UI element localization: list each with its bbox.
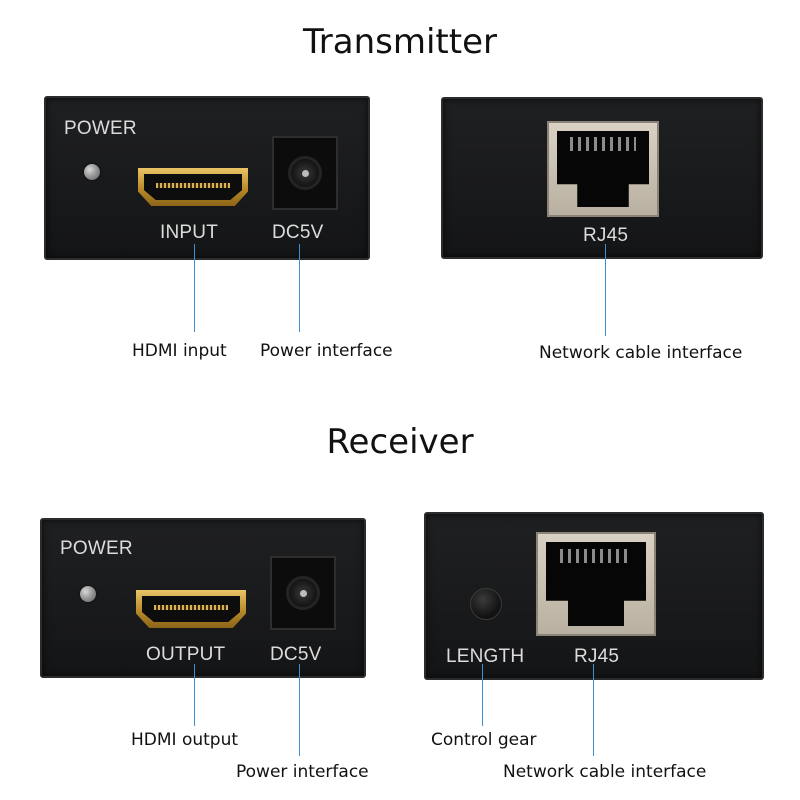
hdmi-input-caption: HDMI input [132,341,227,361]
hdmi-output-label: OUTPUT [146,644,226,665]
dc-jack-icon [270,556,336,630]
receiver-front-panel: POWER OUTPUT DC5V [40,518,366,678]
hdmi-port-icon [138,168,248,206]
power-label: POWER [60,538,133,559]
network-interface-leader-line [605,244,606,336]
rj45-label: RJ45 [574,646,620,667]
power-led-icon [80,586,96,602]
control-gear-leader-line [482,664,483,726]
transmitter-title: Transmitter [303,22,497,62]
power-label: POWER [64,118,137,139]
transmitter-front-panel: POWER INPUT DC5V [44,96,370,260]
receiver-rear-panel: LENGTH RJ45 [424,512,764,680]
power-interface-caption: Power interface [236,762,369,782]
length-control-knob-icon [470,588,502,620]
control-gear-caption: Control gear [431,730,537,750]
receiver-title: Receiver [326,422,474,462]
hdmi-port-icon [136,590,246,628]
rj45-port-icon [547,121,659,217]
transmitter-rear-panel: RJ45 [441,97,763,259]
hdmi-input-label: INPUT [160,222,218,243]
power-led-icon [84,164,100,180]
hdmi-input-leader-line [194,244,195,332]
dc-jack-icon [272,136,338,210]
network-interface-caption: Network cable interface [539,343,743,363]
network-interface-leader-line [593,664,594,756]
power-interface-caption: Power interface [260,341,393,361]
length-label: LENGTH [446,646,525,667]
dc5v-label: DC5V [272,222,324,243]
dc5v-label: DC5V [270,644,322,665]
rj45-label: RJ45 [583,225,629,246]
network-interface-caption: Network cable interface [503,762,707,782]
hdmi-output-leader-line [194,664,195,726]
power-interface-leader-line [299,244,300,332]
power-interface-leader-line [299,664,300,756]
hdmi-output-caption: HDMI output [131,730,239,750]
rj45-port-icon [536,532,656,636]
